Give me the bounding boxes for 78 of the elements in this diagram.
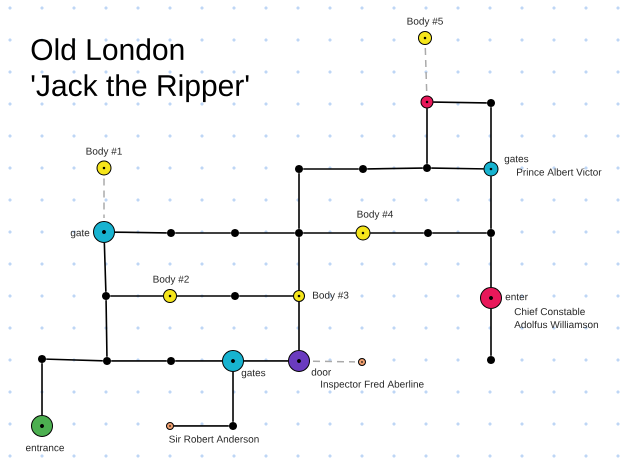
place-label: Body #2 <box>153 275 189 285</box>
junction-dot <box>487 356 495 364</box>
path-line <box>298 173 300 229</box>
path-line <box>303 232 356 234</box>
junction-dot <box>167 229 175 237</box>
junction-dot <box>231 292 239 300</box>
path-line <box>105 300 108 357</box>
path-line <box>431 167 484 170</box>
path-line <box>232 372 234 422</box>
place-label: Body #1 <box>86 147 122 157</box>
junction-dot <box>487 229 495 237</box>
junction-dot <box>167 356 175 365</box>
path-line <box>239 295 293 297</box>
place-label: Prince Albert Victor <box>517 168 602 176</box>
path-line <box>175 232 231 234</box>
place-label: Sir Robert Anderson <box>169 435 259 443</box>
place-label: gates <box>504 156 528 164</box>
junction-dot <box>487 99 495 107</box>
junction-dot <box>38 355 46 363</box>
path-line <box>111 360 167 362</box>
path-line <box>432 232 487 234</box>
path-line <box>110 295 163 297</box>
path-line <box>424 48 428 93</box>
path-line <box>244 360 288 362</box>
path-line <box>312 360 356 363</box>
path-line <box>490 176 492 229</box>
junction-dot <box>231 229 239 237</box>
path-line <box>303 168 359 170</box>
path-line <box>174 425 229 427</box>
junction-dot <box>229 422 237 430</box>
path-line <box>367 167 423 170</box>
place-label: gate <box>70 230 90 238</box>
place-label: door <box>312 368 332 376</box>
path-line <box>490 237 492 287</box>
path-line <box>104 242 107 292</box>
path-line <box>175 360 222 362</box>
location-marker <box>480 287 502 309</box>
path-line <box>177 295 231 297</box>
location-marker <box>93 221 115 243</box>
junction-dot <box>424 229 432 237</box>
title: Old London 'Jack the Ripper' <box>32 38 249 102</box>
path-line <box>433 101 487 104</box>
place-label: Chief Constable Adolfus Williamson <box>514 308 598 328</box>
junction-dot <box>295 229 303 237</box>
junction-dot <box>102 292 110 300</box>
junction-dot <box>359 165 367 173</box>
location-marker <box>484 162 498 176</box>
junction-dot <box>295 165 303 173</box>
path-line <box>490 107 492 162</box>
location-marker <box>358 358 366 366</box>
location-marker <box>420 96 434 108</box>
place-label: Body #3 <box>313 291 348 301</box>
place-label: Body #4 <box>357 210 394 220</box>
path-line <box>103 178 105 218</box>
path-line <box>426 108 428 164</box>
path-line <box>115 231 167 234</box>
path-line <box>298 237 300 290</box>
place-label: gates <box>242 370 266 378</box>
location-marker <box>293 290 305 302</box>
location-marker <box>356 226 370 240</box>
path-line <box>46 358 103 362</box>
location-marker <box>31 414 53 437</box>
junction-dot <box>103 356 111 365</box>
location-marker <box>166 422 174 430</box>
location-marker <box>288 350 310 372</box>
location-marker <box>163 289 177 303</box>
path-line <box>41 363 43 415</box>
place-label: Inspector Fred Aberline <box>321 380 424 390</box>
place-label: entrance <box>26 444 64 452</box>
place-label: enter <box>506 294 528 300</box>
path-line <box>370 232 424 234</box>
place-label: Body #5 <box>407 17 443 27</box>
location-marker <box>418 31 432 45</box>
location-marker <box>96 160 112 176</box>
path-line <box>490 309 492 356</box>
path-line <box>239 232 295 234</box>
junction-dot <box>423 164 431 172</box>
path-line <box>298 302 300 350</box>
